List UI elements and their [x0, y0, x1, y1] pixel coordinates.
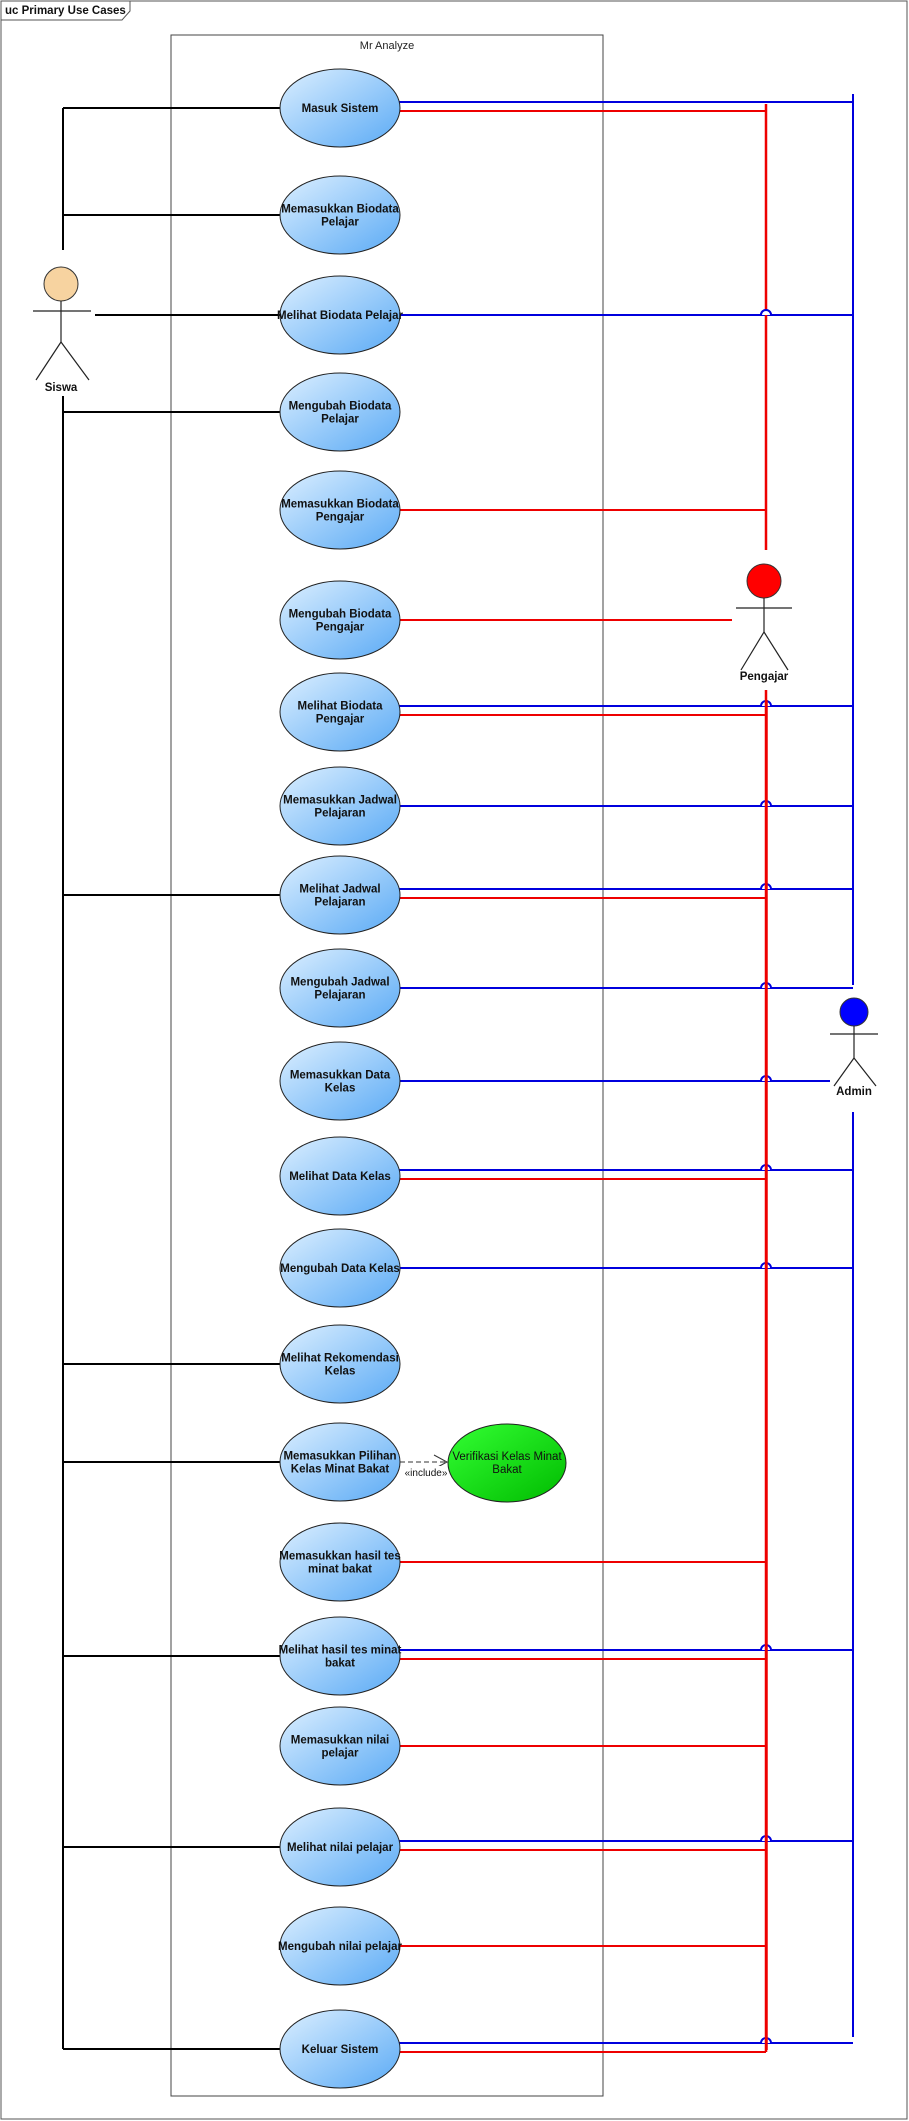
usecase-label-line: Pengajar: [316, 512, 365, 524]
usecase-label-line: Melihat Rekomendasi: [281, 1353, 399, 1365]
usecase-0[interactable]: Masuk Sistem: [279, 68, 401, 148]
usecase-ellipse: [279, 1136, 401, 1216]
usecase-ellipse: [279, 948, 401, 1028]
actor-pengajar-label: Pengajar: [740, 671, 789, 683]
usecase-ellipse: [279, 1616, 401, 1696]
usecase-verifikasi-kelas-minat-bakat[interactable]: Verifikasi Kelas Minat Bakat: [447, 1423, 567, 1503]
usecase-ellipse: [279, 1228, 401, 1308]
usecase-ellipse: [279, 2009, 401, 2089]
usecase-label-line: Kelas: [325, 1366, 356, 1378]
usecase-label-line: Keluar Sistem: [302, 2044, 379, 2056]
usecase-19[interactable]: Mengubah nilai pelajar: [278, 1906, 403, 1986]
usecase-label-line: Pelajar: [321, 217, 359, 229]
usecase-label-line: Mengubah Data Kelas: [280, 1263, 400, 1275]
usecase-ellipse: [279, 470, 401, 550]
usecase-label-line: Melihat hasil tes minat: [279, 1645, 402, 1657]
usecase-20[interactable]: Keluar Sistem: [279, 2009, 401, 2089]
usecase-ellipse: [279, 1324, 401, 1404]
usecase-2[interactable]: Melihat Biodata Pelajar: [277, 275, 403, 355]
usecase-label-line: Melihat Biodata Pelajar: [277, 310, 403, 322]
usecase-label-line: Melihat Data Kelas: [289, 1171, 391, 1183]
include-label: «include»: [405, 1468, 448, 1479]
usecase-ellipse: [279, 1807, 401, 1887]
actor-siswa-label: Siswa: [45, 382, 78, 394]
usecase-label-line: Memasukkan nilai: [291, 1735, 389, 1747]
usecase-ellipse: [279, 68, 401, 148]
actor-pengajar[interactable]: Pengajar: [736, 563, 792, 683]
actor-siswa[interactable]: Siswa: [33, 266, 91, 394]
usecase-label-line: Melihat Biodata: [298, 701, 384, 713]
usecase-label-line: bakat: [325, 1658, 355, 1670]
frame-title-tab: [1, 1, 131, 21]
usecase-label-line: Pelajar: [321, 414, 359, 426]
usecase-ellipse: [279, 372, 401, 452]
usecase-label-line: Pengajar: [316, 622, 365, 634]
usecase-label-line: Memasukkan hasil tes: [279, 1551, 400, 1563]
usecase-label-line: pelajar: [321, 1748, 359, 1760]
include-relation: «include»: [400, 1454, 450, 1479]
usecase-label-line: Melihat nilai pelajar: [287, 1842, 394, 1854]
usecase-label-line: Melihat Jadwal: [299, 884, 380, 896]
usecase-label-line: Memasukkan Jadwal: [283, 795, 397, 807]
system-boundary: [170, 34, 604, 2097]
usecase-label-line: minat bakat: [308, 1564, 372, 1576]
usecase-ellipse: [279, 766, 401, 846]
usecase-label-line: Mengubah Jadwal: [290, 977, 389, 989]
frame-title: uc Primary Use Cases: [5, 5, 126, 17]
usecase-ellipse: [279, 1522, 401, 1602]
usecase-label-line: Pengajar: [316, 714, 365, 726]
usecase-ellipse: [279, 1706, 401, 1786]
usecase-ellipse: [279, 275, 401, 355]
line-jump-arc: [760, 309, 772, 316]
usecase-label-line: Mengubah nilai pelajar: [278, 1941, 402, 1953]
usecase-label-line: Pelajaran: [314, 990, 365, 1002]
usecase-12[interactable]: Mengubah Data Kelas: [279, 1228, 401, 1308]
actor-admin[interactable]: Admin: [830, 997, 878, 1098]
usecase-11[interactable]: Melihat Data Kelas: [279, 1136, 401, 1216]
usecase-label-line: Pelajaran: [314, 808, 365, 820]
usecase-label-line: Memasukkan Pilihan: [283, 1451, 396, 1463]
usecase-label-line: Pelajaran: [314, 897, 365, 909]
usecase-label-line: Memasukkan Data: [290, 1070, 391, 1082]
usecase-ellipse: [279, 1041, 401, 1121]
usecase-label-line: Mengubah Biodata: [289, 609, 392, 621]
usecase-label-line: Mengubah Biodata: [289, 401, 392, 413]
usecase-ellipse: [279, 580, 401, 660]
usecase-ellipse: [279, 1906, 401, 1986]
usecase-label-line: Masuk Sistem: [302, 103, 379, 115]
extra-usecase-line-1: Verifikasi Kelas Minat: [452, 1451, 562, 1463]
association-lines: [62, 94, 854, 2053]
usecase-label-line: Memasukkan Biodata: [281, 204, 399, 216]
usecase-18[interactable]: Melihat nilai pelajar: [279, 1807, 401, 1887]
usecase-label-line: Memasukkan Biodata: [281, 499, 399, 511]
actor-admin-label: Admin: [836, 1086, 872, 1098]
usecase-label-line: Kelas: [325, 1083, 356, 1095]
extra-usecase-line-2: Bakat: [492, 1464, 522, 1476]
usecase-ellipse: [279, 175, 401, 255]
usecase-ellipse: [279, 855, 401, 935]
usecase-ellipse: [279, 672, 401, 752]
system-name: Mr Analyze: [360, 40, 414, 52]
usecase-label-line: Kelas Minat Bakat: [291, 1464, 390, 1476]
